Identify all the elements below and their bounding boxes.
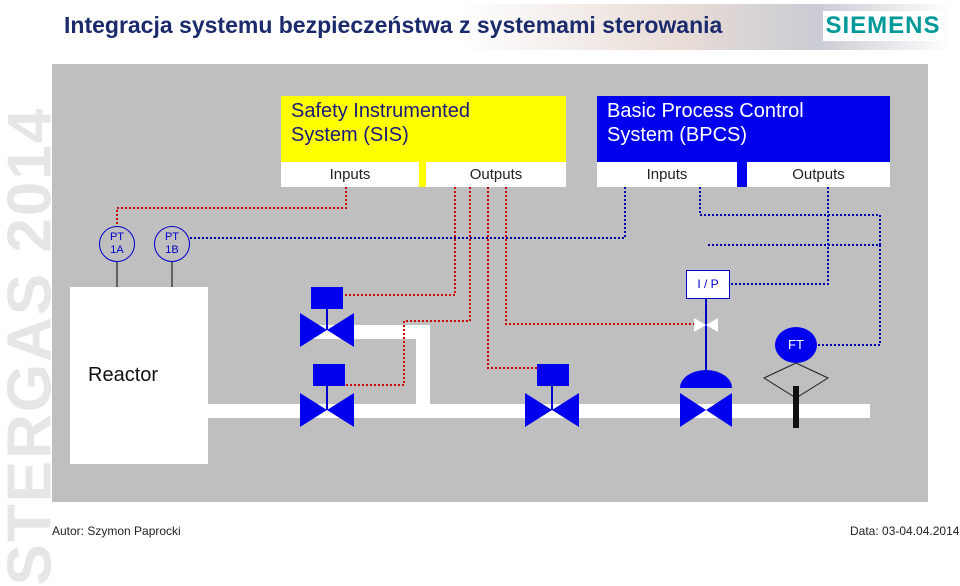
bypass-pipe-right	[416, 325, 430, 415]
footer-author: Autor: Szymon Paprocki	[52, 524, 181, 538]
pt-1b: PT 1B	[154, 226, 190, 262]
valve-xv2	[300, 364, 354, 427]
sis-output-wire-3	[487, 187, 553, 369]
valve-xv1	[300, 287, 354, 347]
sis-title: Safety Instrumented System (SIS)	[291, 100, 470, 146]
flow-element	[762, 362, 830, 428]
sis-box: Safety Instrumented System (SIS)	[281, 96, 566, 162]
slide-title: Integracja systemu bezpieczeństwa z syst…	[64, 12, 723, 38]
bpcs-input-wire-ft	[699, 187, 881, 246]
sis-outputs: Outputs	[426, 162, 566, 187]
sis-input-wire	[116, 187, 347, 228]
siemens-logo: SIEMENS	[823, 11, 943, 41]
bpcs-inputs: Inputs	[597, 162, 737, 187]
sis-output-wire-4	[505, 187, 706, 325]
flow-transmitter: FT	[775, 327, 817, 363]
bpcs-ft-wire	[818, 245, 881, 346]
reactor-label: Reactor	[88, 364, 159, 386]
bpcs-box: Basic Process Control System (BPCS)	[597, 96, 890, 162]
sis-inputs: Inputs	[281, 162, 419, 187]
sis-divider	[419, 162, 426, 187]
sis-output-wire-1	[343, 187, 456, 296]
bpcs-outputs: Outputs	[747, 162, 890, 187]
bpcs-input-wire	[190, 187, 626, 239]
bpcs-title: Basic Process Control System (BPCS)	[607, 100, 804, 146]
valve-xv3	[525, 364, 579, 427]
pt-1a: PT 1A	[99, 226, 135, 262]
reactor-vessel	[70, 287, 208, 464]
ip-converter: I / P	[686, 270, 730, 299]
footer-date: Data: 03-04.04.2014	[850, 524, 960, 538]
bpcs-output-wire	[728, 187, 829, 285]
side-strip: STERGAS 2014	[0, 60, 65, 586]
header-banner	[52, 4, 952, 50]
sis-output-wire-2	[345, 187, 471, 386]
bpcs-divider	[737, 162, 747, 187]
diagram-lines	[116, 187, 881, 428]
control-valve	[680, 297, 732, 427]
bypass-pipe-top	[330, 325, 430, 339]
